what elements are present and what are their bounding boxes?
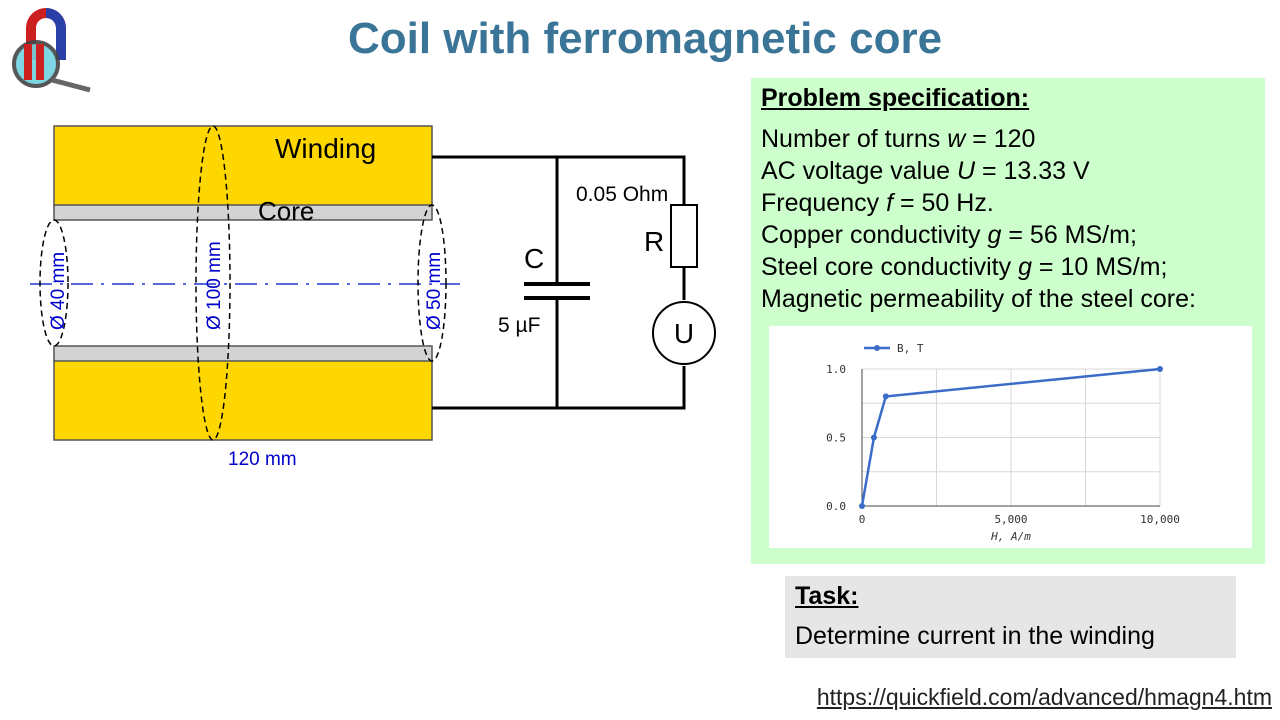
winding-label: Winding [275,133,376,164]
x-axis-label: H, A/m [990,530,1031,543]
data-point [870,434,877,441]
capacitor-label: C [524,243,544,274]
y-tick-label: 0.0 [826,500,846,513]
core-top [53,204,433,221]
x-tick-label: 10,000 [1140,513,1180,526]
spec-line: Frequency f = 50 Hz. [761,189,994,217]
task-panel: Task: Determine current in the winding [785,576,1236,658]
y-tick-label: 1.0 [826,363,846,376]
data-point [859,503,865,509]
source-label: U [674,318,694,349]
spec-line: Number of turns w = 120 [761,125,1036,153]
resistor-symbol [670,204,698,268]
x-tick-label: 0 [859,513,866,526]
length-label: 120 mm [228,449,297,470]
ellipse-40 [39,219,69,347]
series-line [860,367,1161,507]
winding-top [53,125,433,207]
bh-chart-svg: 0 5,000 10,000 0.0 0.5 1.0 H, A/m B, T [826,342,1180,543]
coil-diagram: Winding Core Ø 40 mm Ø 100 mm Ø 50 mm 12… [30,125,716,470]
resistor-value: 0.05 Ohm [576,183,668,206]
core-bottom [53,345,433,362]
x-tick-label: 5,000 [994,513,1027,526]
spec-line: Copper conductivity g = 56 MS/m; [761,221,1137,249]
legend-marker [874,345,880,351]
page-title: Coil with ferromagnetic core [347,14,943,63]
spec-line: AC voltage value U = 13.33 V [761,157,1090,185]
wire-top [432,155,686,205]
winding-bottom [53,359,433,441]
legend-label: B, T [897,342,924,355]
wire-bottom [432,366,686,410]
bh-chart: 0 5,000 10,000 0.0 0.5 1.0 H, A/m B, T [769,326,1252,548]
task-title: Task: [795,582,859,610]
data-point [1157,366,1163,372]
spec-lines: Number of turns w = 120 AC voltage value… [761,123,1196,315]
voltage-source-symbol [652,301,716,365]
dia-40-label: Ø 40 mm [48,252,69,330]
resistor-label: R [644,226,664,257]
task-text: Determine current in the winding [795,622,1155,650]
source-link[interactable]: https://quickfield.com/advanced/hmagn4.h… [816,684,1272,710]
spec-line: Magnetic permeability of the steel core: [761,285,1196,313]
data-point [882,393,889,400]
spec-line: Steel core conductivity g = 10 MS/m; [761,253,1168,281]
ellipse-100 [195,125,231,441]
y-tick-label: 0.5 [826,432,846,445]
magnet-logo-icon [12,8,91,93]
ellipse-50 [417,204,447,362]
capacitor-value: 5 µF [498,314,540,337]
core-label: Core [258,196,314,226]
problem-spec-panel: Problem specification: Number of turns w… [751,78,1265,564]
dia-100-label: Ø 100 mm [204,241,225,330]
spec-title: Problem specification: [761,84,1030,112]
dia-50-label: Ø 50 mm [424,252,445,330]
